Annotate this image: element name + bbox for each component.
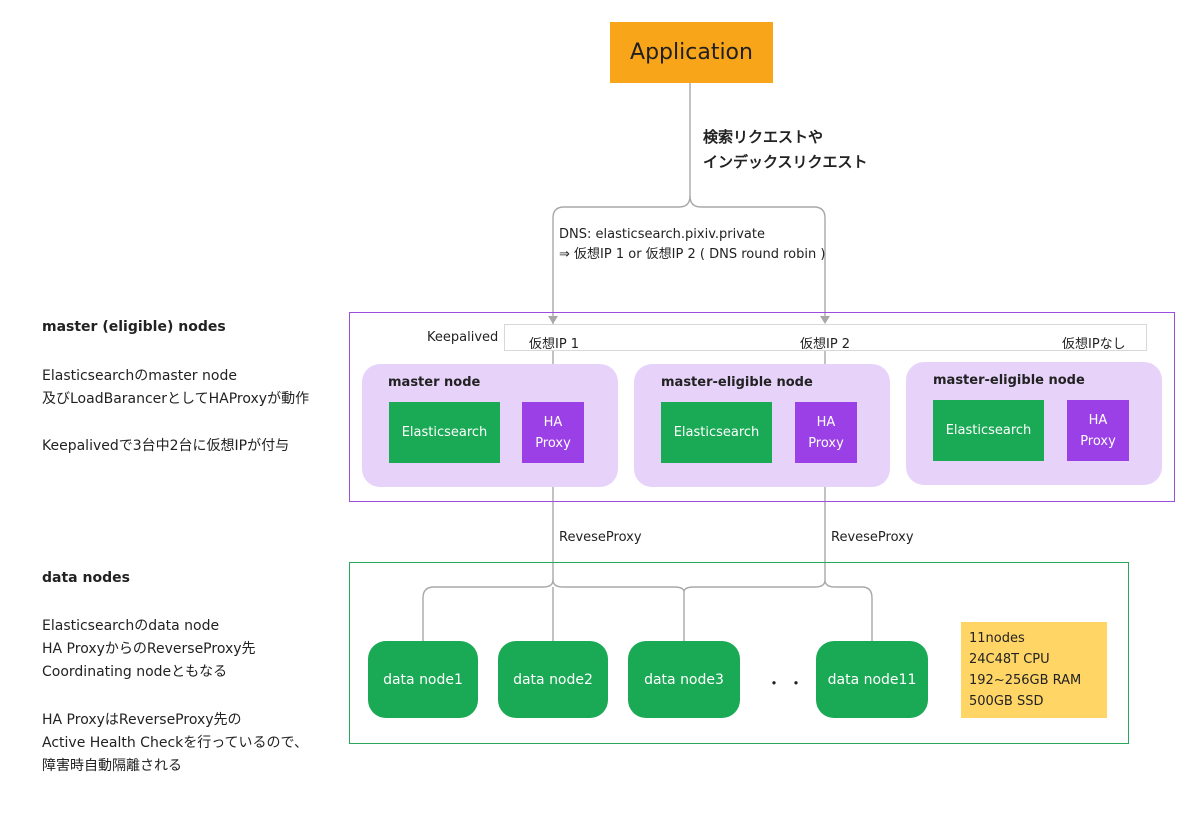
application-box: Application [610, 22, 773, 83]
elasticsearch-box: Elasticsearch [933, 400, 1044, 461]
data-node-1: data node1 [368, 641, 478, 718]
dns-label: DNS: elasticsearch.pixiv.private ⇒ 仮想IP … [559, 227, 826, 262]
master-nodes-heading: master (eligible) nodes [42, 319, 226, 335]
data-bus-right [552, 579, 873, 641]
ellipsis: ・・・ [766, 674, 833, 693]
app-to-dns-connector [552, 83, 691, 388]
app-to-vip2-connector [689, 195, 826, 322]
master-eligible-node-title: master-eligible node [933, 373, 1085, 388]
arrowhead-vip1 [548, 316, 558, 324]
no-vip-label: 仮想IPなし [1062, 337, 1126, 352]
haproxy-box: HA Proxy [1067, 400, 1129, 461]
master-eligible-node-title: master-eligible node [661, 375, 813, 390]
master-node-title: master node [388, 375, 481, 390]
reverse-proxy-label: ReveseProxy [559, 530, 642, 545]
data-node-2: data node2 [498, 641, 608, 718]
master-nodes-keepalived-note: Keepalivedで3台中2台に仮想IPが付与 [42, 438, 290, 454]
elasticsearch-box: Elasticsearch [389, 402, 500, 463]
master-nodes-description: Elasticsearchのmaster node 及びLoadBarancer… [42, 368, 310, 407]
data-bus-left [422, 579, 554, 641]
data-nodes-frame [349, 562, 1129, 744]
haproxy-box: HA Proxy [795, 402, 857, 463]
master-nodes-frame [349, 312, 1175, 502]
keepalived-label: Keepalived [427, 330, 499, 345]
request-label: 検索リクエストや インデックスリクエスト [703, 128, 868, 171]
vip2-label: 仮想IP 2 [800, 337, 851, 352]
data-node-3: data node3 [628, 641, 740, 718]
spec-cpu: 24C48T CPU [969, 652, 1050, 667]
vip1-label: 仮想IP 1 [529, 337, 580, 352]
spec-ram: 192~256GB RAM [969, 673, 1082, 688]
arrowhead-vip2 [820, 316, 830, 324]
elasticsearch-box: Elasticsearch [661, 402, 772, 463]
haproxy-box: HA Proxy [522, 402, 584, 463]
spec-ssd: 500GB SSD [969, 694, 1044, 709]
keepalived-bar [504, 324, 1147, 351]
data-nodes-healthcheck-note: HA ProxyはReverseProxy先の Active Health Ch… [42, 712, 308, 774]
data-nodes-heading: data nodes [42, 570, 130, 586]
reverse-proxy-label: ReveseProxy [831, 530, 914, 545]
spec-note: 11nodes 24C48T CPU 192~256GB RAM 500GB S… [961, 622, 1107, 718]
data-nodes-description: Elasticsearchのdata node HA ProxyからのRever… [42, 618, 256, 680]
spec-node-count: 11nodes [969, 631, 1025, 646]
data-node-11: data node11 [816, 641, 928, 718]
